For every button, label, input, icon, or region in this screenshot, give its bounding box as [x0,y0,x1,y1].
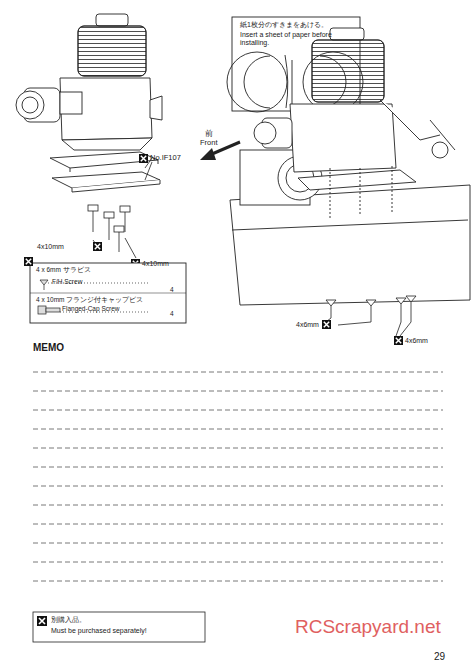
direction-en: Front [200,139,218,147]
page-number: 29 [434,651,445,662]
memo-line [33,543,443,544]
part-size-jp: 4 x 10mm フランジ付キャップビス [36,296,143,303]
part-size-jp: 4 x 6mm サラビス [36,266,91,273]
memo-line [33,410,443,411]
footnote-box: 別購入品。 Must be purchased separately! [33,612,205,642]
memo-line [33,467,443,468]
direction-jp: 前 [205,130,213,138]
quantity: 4 [170,286,174,293]
memo-line [33,524,443,525]
part-number: No.IF107 [150,154,181,162]
memo-line [33,486,443,487]
parts-list-box: 4 x 6mm サラビス F/H Screw 4 4 x 10mm フランジ付キャップ… [30,263,186,323]
memo-line [33,505,443,506]
memo-heading: MEMO [33,342,64,353]
parts-box [30,263,186,323]
memo-line [33,448,443,449]
memo-line [33,562,443,563]
note-jp: 紙1枚分のすきまをあける。 [240,21,328,29]
screw-size: 4x6mm [296,321,319,329]
part-name: F/H Screw [52,278,82,285]
watermark: RCScrapyard.net [295,617,441,638]
memo-line [33,391,443,392]
memo-line [33,581,443,582]
memo-line [33,429,443,430]
note-en: Insert a sheet of paper before installin… [240,31,350,46]
memo-line [33,372,443,373]
footnote-en: Must be purchased separately! [51,627,147,635]
screw-size: 4x10mm [142,260,169,268]
screw-size: 4x10mm [37,243,64,251]
left-engine [16,14,162,192]
footnote-jp: 別購入品。 [51,616,86,624]
part-name: Flanged-Cap Screw [62,305,119,312]
quantity: 4 [170,310,174,317]
right-engine [230,28,470,305]
screws [88,158,152,258]
callout-box: 紙1枚分のすきまをあける。 Insert a sheet of paper bef… [232,17,360,111]
screw-size: 4x6mm [405,337,428,345]
